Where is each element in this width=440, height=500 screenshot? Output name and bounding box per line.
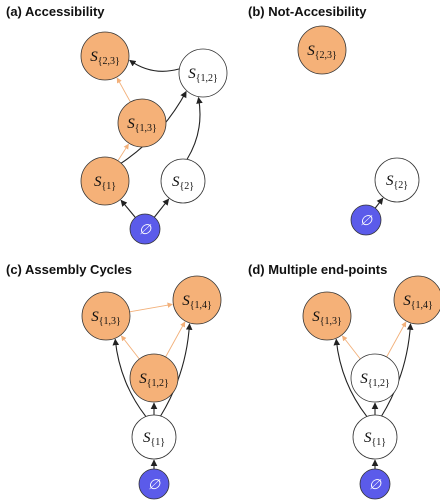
panel-0-node-s13: S{1,3} [117, 98, 167, 148]
panel-3-node-e: ∅ [359, 468, 391, 500]
panel-2-edge-s12-to-s14 [165, 321, 186, 358]
panel-0-node-s2-label: S{2} [172, 174, 194, 192]
panel-3-node-s14-label: S{1,4} [403, 293, 433, 311]
panel-2-edge-s12-to-s13 [120, 335, 140, 360]
panel-0-node-s23-label: S{2,3} [90, 49, 120, 67]
panel-0-node-s2: S{2} [160, 158, 206, 204]
panel-0-node-e-label: ∅ [139, 223, 152, 238]
panel-1-node-s23-circle [297, 25, 347, 75]
panel-0-edge-s1-to-s13 [117, 143, 129, 162]
panel-2-node-s14-circle [172, 275, 222, 325]
panel-0-edge-s13-to-s23 [116, 77, 131, 103]
panel-2-node-s13: S{1,3} [81, 291, 131, 341]
panel-3-node-s14-circle [393, 275, 440, 325]
panel-3-node-s13-circle [302, 291, 352, 341]
panel-2-node-s13-circle [81, 291, 131, 341]
panel-3-edge-s1-to-s13 [333, 338, 368, 417]
panel-3-node-s1-circle [352, 414, 398, 460]
panel-2-edge-s1-to-s14 [160, 323, 193, 417]
panel-2-node-e: ∅ [138, 468, 170, 500]
panel-0-node-e: ∅ [129, 213, 161, 245]
panel-2-node-e-label: ∅ [148, 478, 161, 493]
panel-0-node-s12: S{1,2} [178, 48, 228, 98]
panel-0-node-s1: S{1} [80, 156, 130, 206]
panel-0-node-e-circle [129, 213, 161, 245]
panel-2-node-s1: S{1} [131, 414, 177, 460]
panel-3-node-s13: S{1,3} [302, 291, 352, 341]
panel-0-edge-e-to-s1 [120, 199, 136, 218]
panel-1-node-s2-circle [374, 157, 420, 203]
panel-1-edge-e-to-s2 [374, 197, 384, 209]
panel-0-node-s23-circle [80, 31, 130, 81]
panel-0-node-s13-circle [117, 98, 167, 148]
panel-c-label: (c) Assembly Cycles [6, 262, 132, 277]
panel-3-edge-s12-to-s13 [341, 335, 361, 360]
panel-0-node-s12-circle [178, 48, 228, 98]
panel-0-edge-s12-to-s23 [129, 59, 180, 72]
panel-3-node-s12-label: S{1,2} [360, 371, 390, 389]
panel-1-node-s23-label: S{2,3} [307, 43, 337, 61]
panel-0-node-s13-label: S{1,3} [127, 116, 157, 134]
panel-2-node-s12-circle [129, 353, 179, 403]
panel-1-node-e-label: ∅ [360, 214, 373, 229]
panel-3-node-s1: S{1} [352, 414, 398, 460]
panel-d-label: (d) Multiple end-points [248, 262, 387, 277]
panel-1-node-s2: S{2} [374, 157, 420, 203]
panel-0-node-s1-label: S{1} [94, 174, 116, 192]
panel-1-node-e: ∅ [350, 204, 382, 236]
panel-2-node-s12: S{1,2} [129, 353, 179, 403]
panel-2-node-s12-label: S{1,2} [139, 371, 169, 389]
panel-2-node-s14: S{1,4} [172, 275, 222, 325]
panel-2-node-e-circle [138, 468, 170, 500]
panel-3-node-s13-label: S{1,3} [312, 309, 342, 327]
panel-2-node-s14-label: S{1,4} [182, 293, 212, 311]
panel-0-node-s2-circle [160, 158, 206, 204]
panel-3-node-e-label: ∅ [369, 478, 382, 493]
panel-3-node-s14: S{1,4} [393, 275, 440, 325]
panel-3-edge-s12-to-s14 [386, 321, 407, 358]
panel-0-node-s12-label: S{1,2} [188, 66, 218, 84]
panel-3-node-s1-label: S{1} [364, 430, 386, 448]
panel-2-node-s13-label: S{1,3} [91, 309, 121, 327]
panel-3-node-s12: S{1,2} [350, 353, 400, 403]
panel-0-node-s1-circle [80, 156, 130, 206]
panel-a-label: (a) Accessibility [6, 4, 105, 19]
panel-2-edge-s13-to-s14 [129, 302, 173, 313]
panel-3-edge-s1-to-s14 [381, 323, 414, 417]
panel-3-node-s12-circle [350, 353, 400, 403]
panel-0-edge-s2-to-s12 [186, 96, 203, 160]
panel-1-node-s23: S{2,3} [297, 25, 347, 75]
panel-3-node-e-circle [359, 468, 391, 500]
panel-2-node-s1-label: S{1} [143, 430, 165, 448]
panel-2-node-s1-circle [131, 414, 177, 460]
panel-0-node-s23: S{2,3} [80, 31, 130, 81]
panel-0-edge-e-to-s2 [153, 198, 170, 218]
panel-1-node-s2-label: S{2} [386, 173, 408, 191]
panel-1-node-e-circle [350, 204, 382, 236]
panel-b-label: (b) Not-Accesibility [248, 4, 367, 19]
panel-2-edge-s1-to-s13 [112, 338, 147, 417]
